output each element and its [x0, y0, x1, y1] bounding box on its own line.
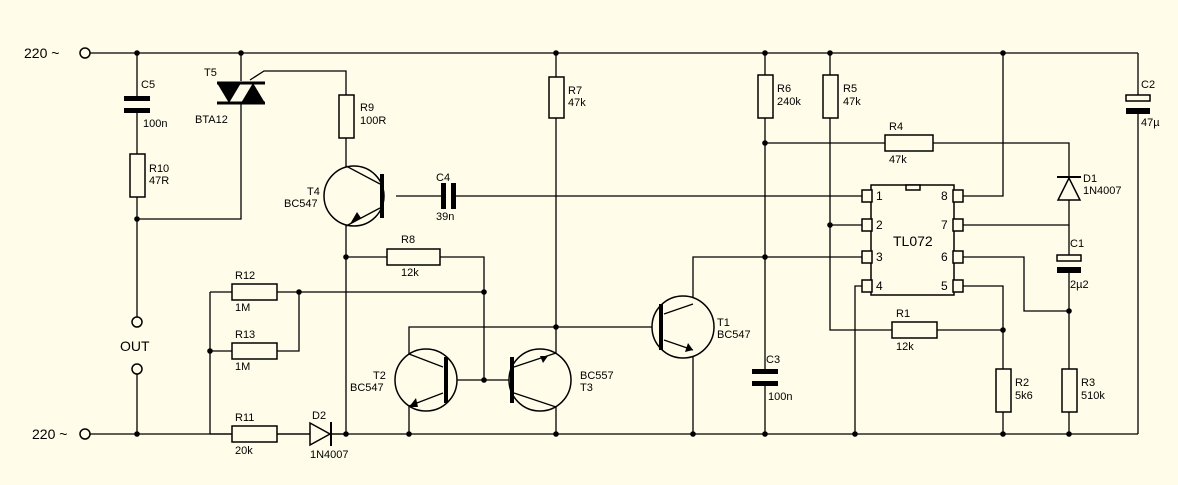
t2-value: BC547	[350, 382, 384, 394]
capacitor-c2: C2 47µ	[1125, 79, 1160, 129]
c3-ref: C3	[766, 354, 780, 366]
transistor-t2: T2 BC547	[350, 348, 458, 412]
r4-ref: R4	[889, 121, 903, 133]
c1-ref: C1	[1070, 238, 1084, 250]
junctions	[134, 50, 1072, 437]
resistor-r6: R6 240k	[757, 74, 801, 119]
ic-pin-8: 8	[941, 189, 948, 203]
r7-value: 47k	[568, 97, 586, 109]
r3-ref: R3	[1081, 377, 1095, 389]
transistor-t3: BC557 T3	[508, 348, 614, 412]
t5-ref: T5	[204, 67, 217, 79]
resistor-r3: R3 510k	[1061, 368, 1105, 413]
r9-ref: R9	[360, 102, 374, 114]
resistor-r13: R13 1M	[231, 329, 278, 373]
diode-d2: D2 1N4007	[309, 410, 349, 461]
c5-ref: C5	[141, 79, 155, 91]
resistor-r4: R4 47k	[884, 121, 934, 166]
c1-value: 2µ2	[1070, 279, 1089, 291]
resistor-r1: R1 12k	[891, 308, 938, 353]
r6-ref: R6	[777, 83, 791, 95]
r12-value: 1M	[235, 302, 250, 314]
r3-value: 510k	[1081, 390, 1105, 402]
resistor-r5: R5 47k	[822, 74, 861, 119]
terminal-top-label: 220 ~	[24, 45, 59, 61]
c4-ref: C4	[436, 172, 450, 184]
t3-value: BC557	[580, 370, 614, 382]
resistor-r11: R11 20k	[231, 412, 278, 457]
transistor-t1: T1 BC547	[651, 295, 751, 359]
t4-ref: T4	[307, 186, 320, 198]
ic-pin-5: 5	[941, 279, 948, 293]
r13-ref: R13	[235, 329, 255, 341]
t2-ref: T2	[373, 370, 386, 382]
d2-value: 1N4007	[310, 449, 349, 461]
ic-pin-7: 7	[941, 218, 948, 232]
r2-value: 5k6	[1015, 390, 1033, 402]
r10-ref: R10	[149, 163, 169, 175]
ic-pin-4: 4	[876, 279, 883, 293]
c2-value: 47µ	[1141, 117, 1160, 129]
r8-ref: R8	[401, 234, 415, 246]
resistor-r2: R2 5k6	[995, 368, 1033, 413]
d1-value: 1N4007	[1083, 185, 1122, 197]
r2-ref: R2	[1015, 377, 1029, 389]
ic-name: TL072	[893, 233, 933, 249]
d1-ref: D1	[1083, 173, 1097, 185]
r1-value: 12k	[896, 341, 914, 353]
terminal-top: 220 ~	[24, 45, 91, 61]
terminal-bottom-label: 220 ~	[32, 426, 67, 442]
r12-ref: R12	[235, 270, 255, 282]
r11-value: 20k	[235, 445, 253, 457]
resistor-r9: R9 100R	[338, 94, 386, 139]
capacitor-c5: C5 100n	[124, 79, 167, 130]
c4-value: 39n	[436, 211, 454, 223]
resistor-r8: R8 12k	[386, 234, 441, 279]
ic-tl072: 1 2 3 4 5 6 7 8 TL072	[861, 184, 964, 296]
transistor-t4: T4 BC547	[284, 158, 385, 227]
r11-ref: R11	[235, 412, 254, 424]
terminal-out: OUT	[120, 316, 150, 375]
terminal-bottom: 220 ~	[32, 426, 91, 442]
t1-value: BC547	[717, 329, 751, 341]
r1-ref: R1	[896, 308, 910, 320]
t5-value: BTA12	[195, 114, 228, 126]
c2-ref: C2	[1141, 79, 1155, 91]
c3-value: 100n	[768, 391, 792, 403]
r13-value: 1M	[235, 361, 250, 373]
r6-value: 240k	[777, 96, 801, 108]
r9-value: 100R	[360, 115, 386, 127]
t4-value: BC547	[284, 198, 318, 210]
capacitor-c1: C1 2µ2	[1056, 238, 1089, 291]
capacitor-c3: C3 100n	[752, 354, 792, 403]
r10-value: 47R	[149, 175, 169, 187]
capacitor-c4: C4 39n	[436, 172, 456, 223]
resistor-r7: R7 47k	[548, 76, 586, 119]
resistor-r12: R12 1M	[231, 270, 278, 314]
r4-value: 47k	[889, 154, 907, 166]
t3-ref: T3	[580, 382, 593, 394]
ic-pin-2: 2	[876, 218, 883, 232]
wires	[90, 52, 1139, 435]
r7-ref: R7	[568, 85, 582, 97]
triac-t5: T5 BTA12	[195, 67, 265, 126]
r8-value: 12k	[401, 267, 419, 279]
r5-ref: R5	[843, 83, 857, 95]
ic-pin-6: 6	[941, 250, 948, 264]
ic-pin-1: 1	[876, 189, 883, 203]
diode-d1: D1 1N4007	[1056, 173, 1122, 201]
t1-ref: T1	[717, 317, 730, 329]
r5-value: 47k	[843, 96, 861, 108]
d2-ref: D2	[312, 410, 326, 422]
resistor-r10: R10 47R	[129, 153, 169, 198]
terminal-out-label: OUT	[120, 338, 150, 354]
ic-pin-3: 3	[876, 250, 883, 264]
c5-value: 100n	[143, 118, 167, 130]
